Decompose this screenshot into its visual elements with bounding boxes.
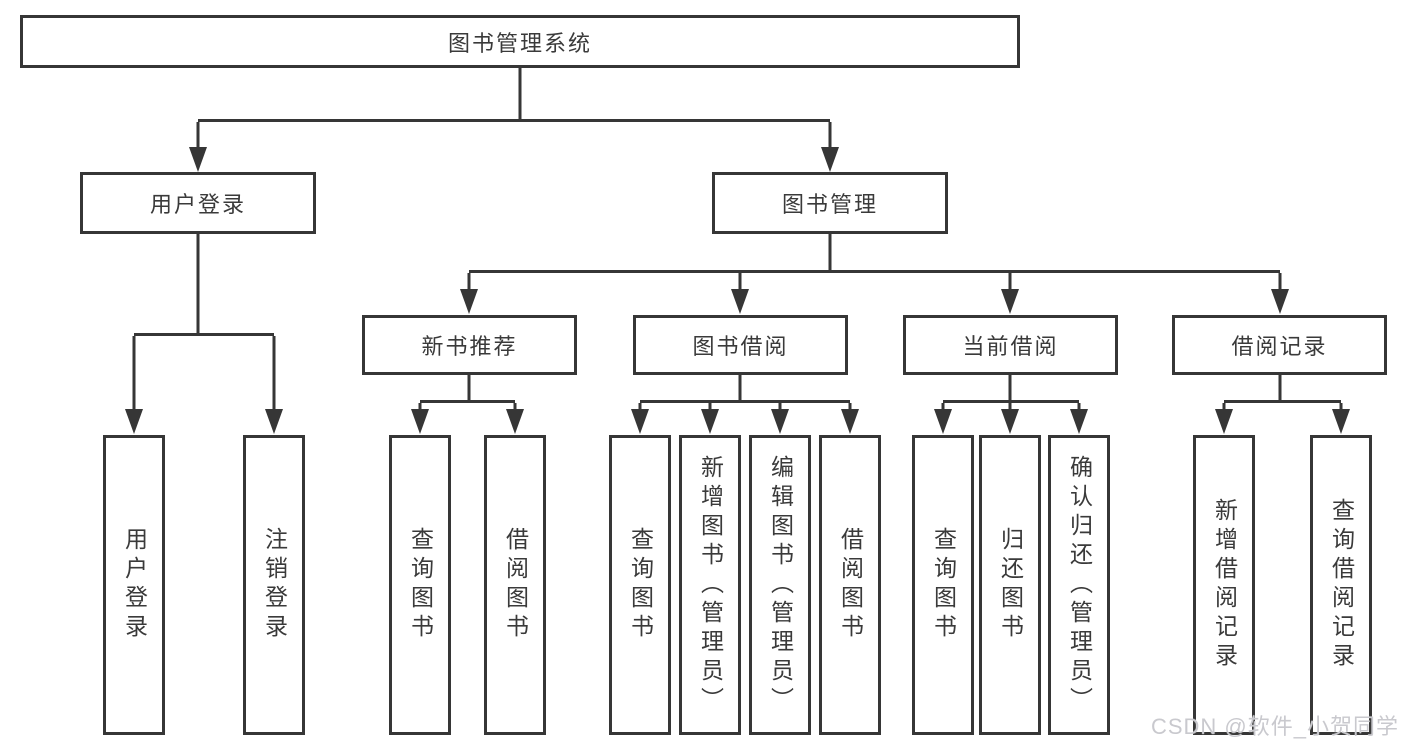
watermark: CSDN @软件_小贺同学 bbox=[1150, 714, 1399, 739]
leaf-query-borrow-record: 查询借阅记录 bbox=[1310, 435, 1372, 735]
node-library-system-label: 图书管理系统 bbox=[447, 30, 592, 56]
leaf-return-book-label: 归还图书 bbox=[997, 527, 1024, 643]
leaf-query-books-current: 查询图书 bbox=[912, 435, 974, 735]
leaf-query-books-recommend-label: 查询图书 bbox=[407, 527, 434, 643]
node-book-borrow: 图书借阅 bbox=[633, 315, 848, 375]
node-user-login: 用户登录 bbox=[80, 172, 316, 234]
leaf-query-books-borrow-label: 查询图书 bbox=[627, 527, 654, 643]
leaf-add-borrow-record: 新增借阅记录 bbox=[1193, 435, 1255, 735]
leaf-confirm-return-admin: 确认归还（管理员） bbox=[1048, 435, 1110, 735]
leaf-borrow-books: 借阅图书 bbox=[819, 435, 881, 735]
leaf-edit-book-admin: 编辑图书（管理员） bbox=[749, 435, 811, 735]
leaf-query-borrow-record-label: 查询借阅记录 bbox=[1328, 498, 1355, 672]
leaf-add-book-admin-label: 新增图书（管理员） bbox=[697, 454, 724, 716]
node-book-borrow-label: 图书借阅 bbox=[692, 334, 789, 359]
node-borrow-records-label: 借阅记录 bbox=[1231, 334, 1328, 359]
leaf-user-login: 用户登录 bbox=[103, 435, 165, 735]
leaf-logout: 注销登录 bbox=[243, 435, 305, 735]
leaf-return-book: 归还图书 bbox=[979, 435, 1041, 735]
leaf-add-borrow-record-label: 新增借阅记录 bbox=[1211, 498, 1238, 672]
node-current-borrow: 当前借阅 bbox=[903, 315, 1118, 375]
leaf-query-books-current-label: 查询图书 bbox=[930, 527, 957, 643]
leaf-borrow-books-recommend: 借阅图书 bbox=[484, 435, 546, 735]
leaf-add-book-admin: 新增图书（管理员） bbox=[679, 435, 741, 735]
node-new-book-recommend: 新书推荐 bbox=[362, 315, 577, 375]
leaf-user-login-label: 用户登录 bbox=[121, 527, 148, 643]
node-new-book-recommend-label: 新书推荐 bbox=[421, 334, 518, 359]
node-book-management-label: 图书管理 bbox=[781, 192, 878, 217]
node-user-login-label: 用户登录 bbox=[149, 192, 246, 217]
leaf-borrow-books-recommend-label: 借阅图书 bbox=[502, 527, 529, 643]
node-current-borrow-label: 当前借阅 bbox=[962, 334, 1059, 359]
leaf-borrow-books-label: 借阅图书 bbox=[837, 527, 864, 643]
leaf-edit-book-admin-label: 编辑图书（管理员） bbox=[767, 454, 794, 716]
node-borrow-records: 借阅记录 bbox=[1172, 315, 1387, 375]
leaf-query-books-borrow: 查询图书 bbox=[609, 435, 671, 735]
node-library-system: 图书管理系统 bbox=[20, 15, 1020, 68]
leaf-logout-label: 注销登录 bbox=[261, 527, 288, 643]
node-book-management: 图书管理 bbox=[712, 172, 948, 234]
leaf-confirm-return-admin-label: 确认归还（管理员） bbox=[1066, 454, 1093, 716]
leaf-query-books-recommend: 查询图书 bbox=[389, 435, 451, 735]
